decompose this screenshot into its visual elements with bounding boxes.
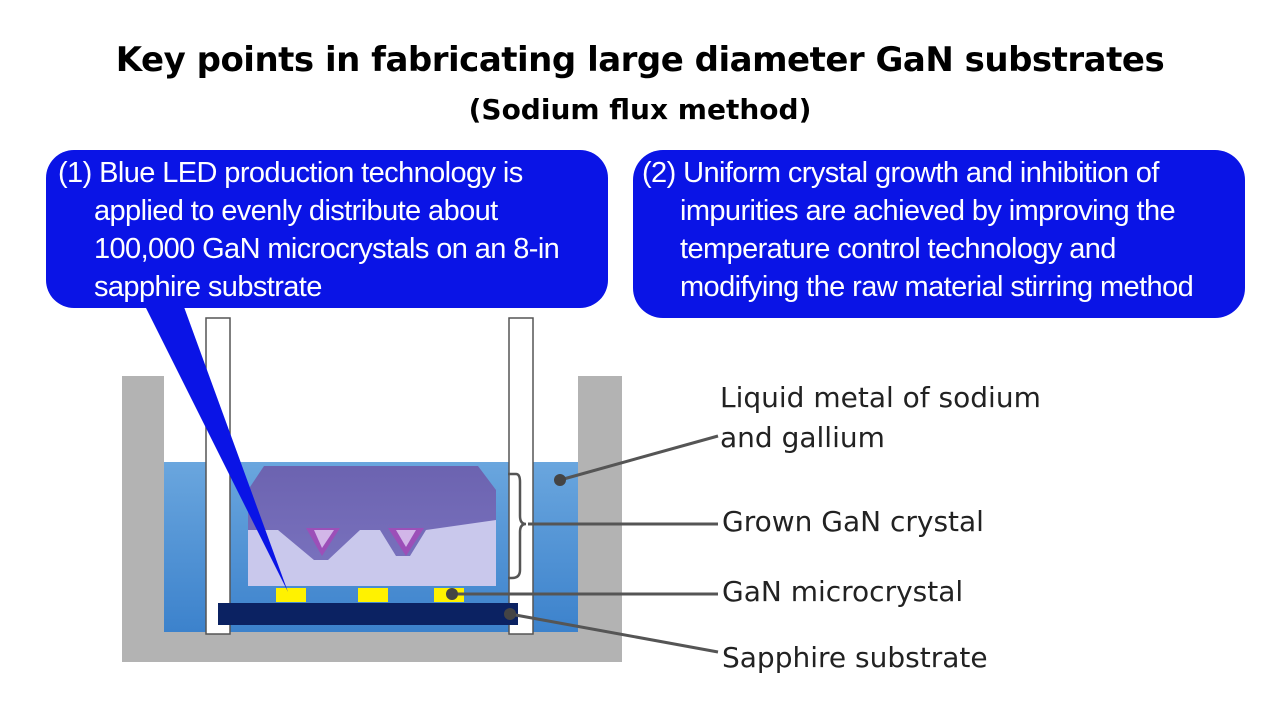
callout-2-line-1: Uniform crystal growth and inhibition of xyxy=(683,157,1159,189)
callout-2-number: (2) xyxy=(642,157,676,189)
callout-2-line-4: modifying the raw material stirring meth… xyxy=(680,271,1194,303)
inner-wall-left xyxy=(205,317,231,635)
page-subtitle: (Sodium flux method) xyxy=(468,93,812,126)
callout-1-line-3: 100,000 GaN microcrystals on an 8-in xyxy=(94,233,560,265)
label-microcrystal: GaN microcrystal xyxy=(722,575,964,608)
callout-1: (1) Blue LED production technology is ap… xyxy=(58,154,618,306)
label-sapphire-substrate: Sapphire substrate xyxy=(722,641,988,674)
leader-liquid xyxy=(559,434,719,482)
page-title: Key points in fabricating large diameter… xyxy=(115,40,1165,80)
callout-1-pointer xyxy=(140,296,288,592)
callout-2: (2) Uniform crystal growth and inhibitio… xyxy=(642,154,1247,306)
callout-2-bubble xyxy=(633,150,1245,318)
callout-1-line-2: applied to evenly distribute about xyxy=(94,195,498,227)
microcrystal-2 xyxy=(358,588,388,602)
label-liquid-line-1: Liquid metal of sodium xyxy=(720,381,1041,414)
leader-sapphire xyxy=(509,612,719,654)
callout-1-line-1: Blue LED production technology is xyxy=(99,157,523,189)
callout-1-bubble xyxy=(46,150,608,308)
callout-1-line-4: sapphire substrate xyxy=(94,271,322,303)
outer-crucible xyxy=(122,376,622,662)
microcrystal-1 xyxy=(276,588,306,602)
label-grown-crystal: Grown GaN crystal xyxy=(722,505,984,538)
sapphire-substrate xyxy=(218,603,518,625)
label-liquid-metal: Liquid metal of sodium and gallium xyxy=(720,378,1041,458)
crystal-lower-region xyxy=(248,520,496,586)
inner-wall-right xyxy=(508,317,534,635)
callout-2-line-3: temperature control technology and xyxy=(680,233,1116,265)
callout-1-number: (1) xyxy=(58,157,92,189)
callout-2-line-2: impurities are achieved by improving the xyxy=(680,195,1176,227)
grown-crystal-bracket xyxy=(508,472,527,580)
label-liquid-line-2: and gallium xyxy=(720,421,885,454)
